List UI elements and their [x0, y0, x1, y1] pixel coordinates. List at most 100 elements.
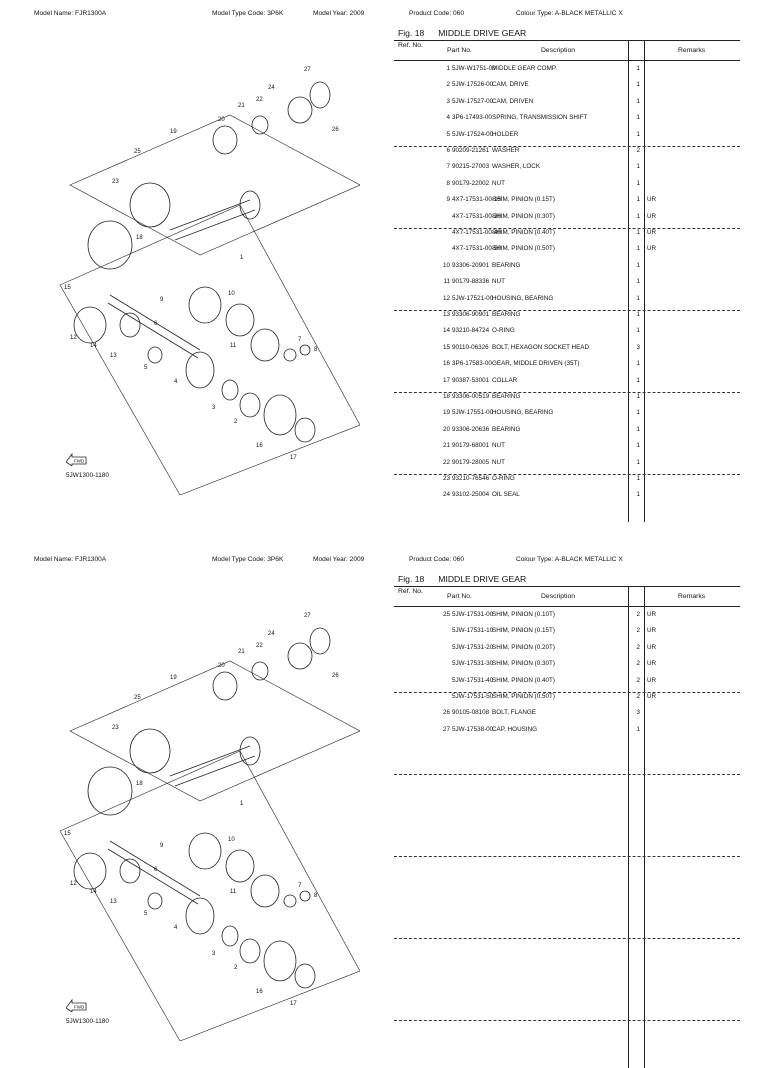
part-number: 5JW-17531-10 — [452, 627, 494, 635]
quantity: 3 — [636, 343, 640, 351]
description: OIL SEAL — [492, 491, 520, 499]
callout-21: 21 — [238, 103, 245, 109]
parts-table: Ref. No. Part No. Description Remarks 25… — [394, 586, 740, 1068]
description: MIDDLE GEAR COMP. — [492, 65, 557, 72]
callout-2: 2 — [234, 419, 238, 425]
part-number: 90179-88336 — [452, 278, 490, 286]
part-number: 90179-68001 — [452, 442, 490, 450]
callout-1: 1 — [240, 255, 244, 261]
callout-18: 18 — [136, 781, 143, 787]
part-number: 5JW-17531-00 — [452, 611, 494, 618]
part-number: 90179-28005 — [452, 458, 490, 466]
callout-14: 14 — [90, 343, 97, 349]
callout-26: 26 — [332, 127, 339, 133]
callout-17: 17 — [290, 1001, 297, 1007]
quantity: 1 — [636, 442, 640, 450]
description: SHIM, PINION (0.50T) — [492, 245, 555, 253]
callout-27: 27 — [304, 613, 311, 619]
part-number: 3P6-17583-00 — [452, 360, 492, 368]
remarks: UR — [647, 627, 657, 635]
callout-16: 16 — [256, 989, 263, 995]
ref-number: 8 — [446, 179, 450, 187]
quantity: 1 — [636, 725, 640, 733]
callout-4: 4 — [174, 925, 178, 931]
quantity: 1 — [636, 81, 640, 89]
quantity: 3 — [636, 709, 640, 717]
part-number: 90215-27003 — [452, 163, 490, 171]
callout-15: 15 — [64, 285, 71, 291]
callout-15: 15 — [64, 831, 71, 837]
quantity: 2 — [636, 660, 640, 668]
description: NUT — [492, 278, 505, 286]
model-year: Model Year: 2009 — [313, 10, 365, 17]
description: SHIM, PINION (0.50T) — [492, 693, 555, 700]
quantity: 1 — [636, 491, 640, 499]
part-number: 4X7-17531-00-40 — [452, 229, 502, 236]
col-part: Part No. — [447, 593, 472, 600]
quantity: 1 — [636, 458, 640, 466]
ref-number: 19 — [442, 409, 450, 417]
model-name: Model Name: FJR1300A — [34, 10, 107, 17]
col-part: Part No. — [447, 47, 472, 54]
description: HOUSING, BEARING — [492, 294, 554, 302]
quantity: 1 — [636, 163, 640, 171]
ref-number: 1 — [446, 65, 450, 72]
part-number: 5JW-17531-30 — [452, 660, 494, 668]
callout-13: 13 — [110, 353, 117, 359]
part-number: 3P6-17493-00 — [452, 114, 492, 122]
callout-14: 14 — [90, 889, 97, 895]
callout-8: 8 — [314, 347, 318, 353]
callout-11: 11 — [230, 343, 237, 349]
quantity: 1 — [636, 130, 640, 138]
remarks: UR — [647, 676, 657, 684]
description: SHIM, PINION (0.30T) — [492, 212, 555, 220]
callout-19: 19 — [170, 129, 177, 135]
description: BOLT, FLANGE — [492, 709, 536, 717]
description: BEARING — [492, 261, 521, 269]
quantity: 1 — [636, 425, 640, 433]
callout-3: 3 — [212, 405, 216, 411]
ref-number: 14 — [442, 327, 450, 335]
part-number: 93102-25004 — [452, 491, 490, 499]
callout-21: 21 — [238, 649, 245, 655]
part-number: 5JW-W1751-00 — [452, 65, 496, 72]
ref-number: 3 — [446, 97, 450, 105]
product-code: Product Code: 060 — [409, 10, 464, 17]
description: SHIM, PINION (0.15T) — [492, 627, 555, 635]
callout-5: 5 — [144, 911, 148, 917]
description: SHIM, PINION (0.10T) — [492, 611, 555, 618]
remarks: UR — [647, 229, 657, 236]
part-number: 5JW-17551-00 — [452, 409, 494, 417]
diagram-code: 5JW1300-1180 — [66, 1018, 109, 1025]
quantity: 1 — [636, 179, 640, 187]
part-number: 93210-84724 — [452, 327, 490, 335]
ref-number: 11 — [443, 278, 450, 286]
ref-number: 2 — [446, 81, 450, 89]
callout-4: 4 — [174, 379, 178, 385]
callout-27: 27 — [304, 67, 311, 73]
col-ref: Ref. No. — [398, 42, 423, 49]
part-number: 90387-53001 — [452, 376, 490, 384]
ref-number: 4 — [446, 114, 450, 122]
ref-number: 6 — [446, 147, 450, 154]
callout-26: 26 — [332, 673, 339, 679]
quantity: 2 — [636, 147, 640, 154]
remarks: UR — [647, 611, 657, 618]
